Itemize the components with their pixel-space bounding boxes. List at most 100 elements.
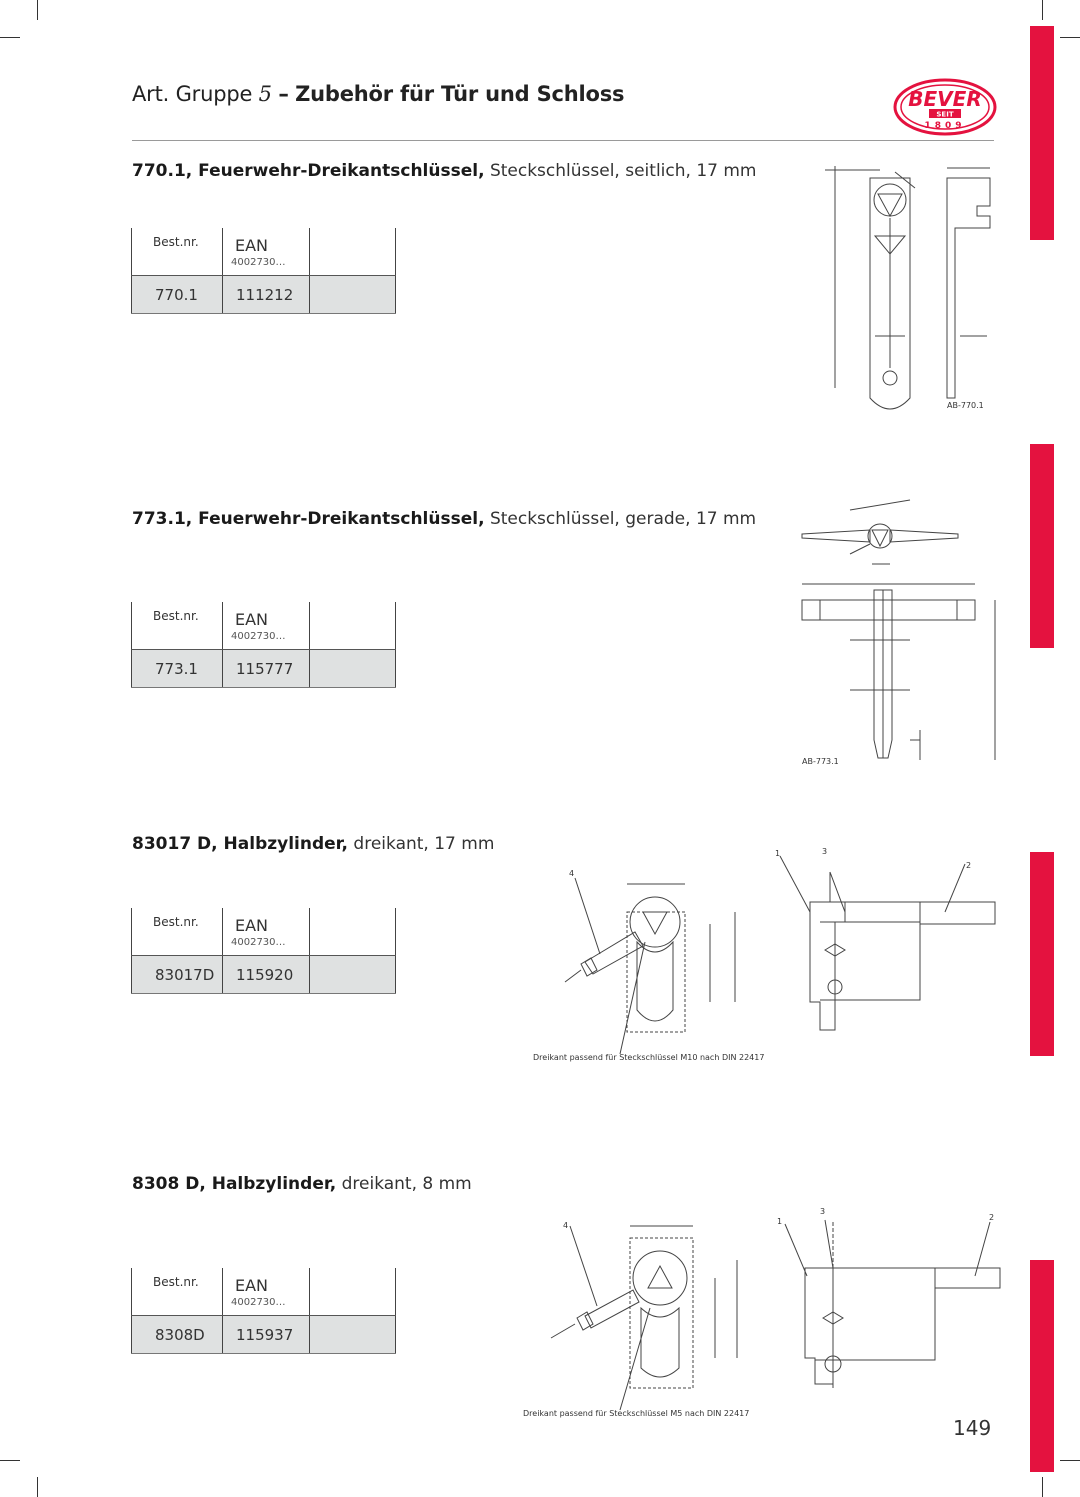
column-header-ean: EAN [235, 916, 269, 935]
table-divider [131, 275, 396, 276]
column-header-bestnr: Best.nr. [153, 1275, 199, 1289]
table-divider [222, 1268, 223, 1354]
table-divider [222, 908, 223, 994]
table-divider [131, 649, 396, 650]
table-divider [309, 602, 310, 688]
logo-tagline: SEIT [936, 111, 953, 119]
table-divider [131, 1315, 396, 1316]
column-header-ean-prefix: 4002730… [231, 631, 286, 642]
product-description: Steckschlüssel, gerade, 17 mm [484, 509, 757, 529]
cell-ean: 111212 [236, 286, 294, 304]
table-divider [131, 228, 132, 314]
table-divider [131, 1268, 132, 1354]
column-header-ean-prefix: 4002730… [231, 257, 286, 268]
crop-mark [1060, 1460, 1080, 1461]
column-header-ean: EAN [235, 1276, 269, 1295]
crop-mark [0, 37, 20, 38]
product-title: 83017 D, Halbzylinder, dreikant, 17 mm [132, 834, 494, 854]
cell-ean: 115920 [236, 966, 294, 984]
technical-drawing-773: AB-773.1 [790, 490, 1005, 770]
technical-drawing-770: AB-770.1 [815, 158, 1015, 416]
table-row-bg [131, 650, 396, 687]
svg-text:2: 2 [966, 861, 971, 870]
table-row-bg [131, 956, 396, 993]
side-tab [1030, 444, 1054, 648]
svg-text:4: 4 [569, 869, 574, 878]
product-name: 83017 D, Halbzylinder, [132, 834, 349, 854]
column-header-ean-prefix: 4002730… [231, 937, 286, 948]
table-divider [131, 313, 396, 314]
table-divider [131, 993, 396, 994]
crop-mark [1042, 0, 1043, 20]
product-name: 770.1, Feuerwehr-Dreikantschlüssel, [132, 161, 485, 181]
drawing-caption: Dreikant passend für Steckschlüssel M5 n… [523, 1409, 749, 1418]
crop-mark [1042, 1477, 1043, 1497]
table-divider [131, 955, 396, 956]
header-group-number: 5 [258, 82, 272, 106]
table-divider [131, 1353, 396, 1354]
product-name: 773.1, Feuerwehr-Dreikantschlüssel, [132, 509, 485, 529]
svg-text:3: 3 [820, 1207, 825, 1216]
side-tab [1030, 26, 1054, 240]
header-rule [132, 140, 994, 141]
table-divider [131, 602, 132, 688]
product-description: dreikant, 8 mm [336, 1174, 472, 1194]
product-description: dreikant, 17 mm [348, 834, 495, 854]
column-header-ean: EAN [235, 610, 269, 629]
table-divider [309, 1268, 310, 1354]
technical-drawing-83017: 4 Dreikant passend für Steckschlüssel M1… [525, 842, 1005, 1067]
header-dash: – [278, 82, 289, 106]
table-row-bg [131, 1316, 396, 1353]
cell-bestnr: 773.1 [155, 660, 198, 678]
drawing-label: AB-770.1 [947, 401, 984, 410]
product-title: 770.1, Feuerwehr-Dreikantschlüssel, Stec… [132, 161, 756, 181]
column-header-bestnr: Best.nr. [153, 915, 199, 929]
drawing-label: AB-773.1 [802, 757, 839, 766]
product-table: Best.nr. EAN 4002730… 770.1 111212 [131, 228, 396, 314]
table-divider [131, 908, 132, 994]
column-header-bestnr: Best.nr. [153, 609, 199, 623]
cell-ean: 115777 [236, 660, 294, 678]
product-table: Best.nr. EAN 4002730… 8308D 115937 [131, 1268, 396, 1354]
product-description: Steckschlüssel, seitlich, 17 mm [484, 161, 757, 181]
header-title: Zubehör für Tür und Schloss [295, 82, 625, 106]
cell-bestnr: 8308D [155, 1326, 205, 1344]
table-divider [395, 228, 396, 314]
product-table: Best.nr. EAN 4002730… 773.1 115777 [131, 602, 396, 688]
table-divider [395, 602, 396, 688]
page-number: 149 [953, 1416, 992, 1440]
column-header-ean: EAN [235, 236, 269, 255]
side-tab [1030, 852, 1054, 1056]
table-divider [222, 602, 223, 688]
bever-logo: BEVER SEIT 1809 [893, 78, 997, 136]
header-prefix: Art. Gruppe [132, 82, 253, 106]
technical-drawing-8308: 4 Dreikant passend für Steckschlüssel M5… [515, 1198, 1005, 1423]
table-divider [222, 228, 223, 314]
table-divider [395, 908, 396, 994]
product-title: 773.1, Feuerwehr-Dreikantschlüssel, Stec… [132, 509, 756, 529]
cell-bestnr: 770.1 [155, 286, 198, 304]
svg-text:4: 4 [563, 1221, 568, 1230]
table-divider [395, 1268, 396, 1354]
product-table: Best.nr. EAN 4002730… 83017D 115920 [131, 908, 396, 994]
table-divider [309, 228, 310, 314]
product-name: 8308 D, Halbzylinder, [132, 1174, 337, 1194]
column-header-bestnr: Best.nr. [153, 235, 199, 249]
crop-mark [1060, 37, 1080, 38]
product-title: 8308 D, Halbzylinder, dreikant, 8 mm [132, 1174, 472, 1194]
cell-ean: 115937 [236, 1326, 294, 1344]
logo-year: 1809 [924, 121, 965, 131]
svg-text:1: 1 [777, 1217, 782, 1226]
cell-bestnr: 83017D [155, 966, 215, 984]
crop-mark [0, 1460, 20, 1461]
side-tab [1030, 1260, 1054, 1472]
drawing-caption: Dreikant passend für Steckschlüssel M10 … [533, 1053, 764, 1062]
svg-text:2: 2 [989, 1213, 994, 1222]
svg-text:3: 3 [822, 847, 827, 856]
table-divider [309, 908, 310, 994]
crop-mark [37, 0, 38, 20]
logo-name: BEVER [908, 87, 981, 111]
column-header-ean-prefix: 4002730… [231, 1297, 286, 1308]
table-row-bg [131, 276, 396, 313]
crop-mark [37, 1477, 38, 1497]
